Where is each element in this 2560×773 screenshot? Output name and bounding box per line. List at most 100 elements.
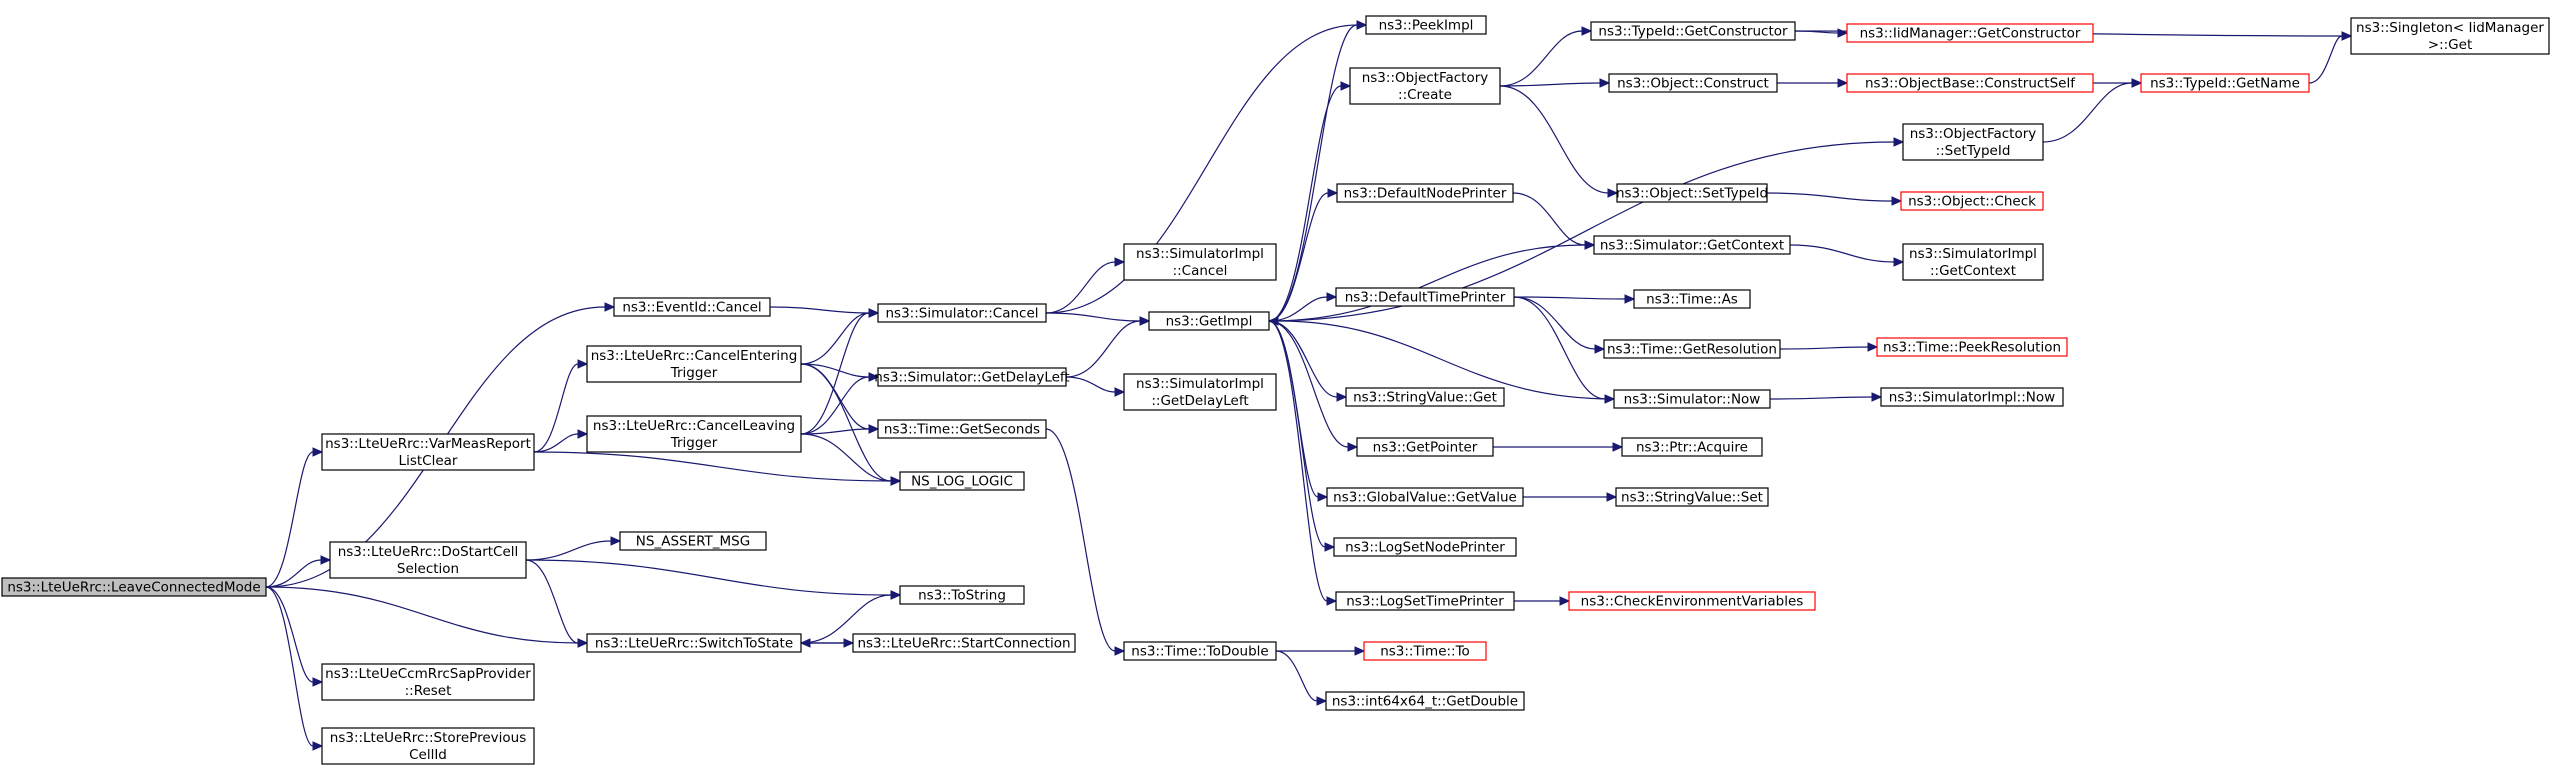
- edge-arrowhead: [1893, 137, 1905, 147]
- node-label: ns3::TypeId::GetName: [2150, 76, 2300, 92]
- node-simNow[interactable]: ns3::Simulator::Now: [1613, 389, 1771, 409]
- node-logNode[interactable]: ns3::LogSetNodePrinter: [1333, 537, 1517, 557]
- node-startConn[interactable]: ns3::LteUeRrc::StartConnection: [852, 633, 1076, 653]
- node-simGetCtx[interactable]: ns3::Simulator::GetContext: [1593, 235, 1791, 255]
- edge-getPointer-to-ptrAcquire: [1493, 442, 1624, 452]
- node-timeAs[interactable]: ns3::Time::As: [1633, 289, 1751, 309]
- node-label: ns3::LteUeRrc::SwitchToState: [595, 636, 793, 652]
- node-timeGetRes[interactable]: ns3::Time::GetResolution: [1603, 339, 1781, 359]
- node-label: ::GetContext: [1930, 263, 2016, 279]
- edge-line: [800, 363, 870, 430]
- node-nsassert[interactable]: NS_ASSERT_MSG: [619, 531, 767, 551]
- edge-line: [1268, 320, 1328, 602]
- node-objConstruct[interactable]: ns3::Object::Construct: [1608, 73, 1778, 93]
- node-simImplCancel[interactable]: ns3::SimulatorImpl::Cancel: [1123, 243, 1277, 281]
- node-objBaseCS[interactable]: ns3::ObjectBase::ConstructSelf: [1846, 73, 2094, 93]
- edge-getImpl-to-objFactSet: [1268, 137, 1905, 322]
- node-checkEnv[interactable]: ns3::CheckEnvironmentVariables: [1568, 591, 1816, 611]
- node-label: ns3::GetImpl: [1166, 314, 1253, 330]
- node-box: [1365, 15, 1487, 35]
- node-ccmReset[interactable]: ns3::LteUeCcmRrcSapProvider::Reset: [321, 663, 535, 701]
- edge-line: [533, 451, 892, 482]
- edge-line: [1045, 24, 1358, 314]
- node-root[interactable]: ns3::LteUeRrc::LeaveConnectedMode: [1, 577, 267, 597]
- node-box: [1345, 387, 1505, 407]
- node-strValGet[interactable]: ns3::StringValue::Get: [1345, 387, 1505, 407]
- node-label: ns3::PeekImpl: [1379, 18, 1474, 34]
- node-box: [2140, 73, 2310, 93]
- edge-line: [1268, 244, 1586, 322]
- edge-root-to-switchTo: [265, 586, 589, 648]
- node-box: [586, 633, 802, 653]
- node-nslog[interactable]: NS_LOG_LOGIC: [899, 471, 1025, 491]
- node-defTimePrinter[interactable]: ns3::DefaultTimePrinter: [1335, 287, 1515, 307]
- node-typeidCtor[interactable]: ns3::TypeId::GetConstructor: [1590, 21, 1796, 41]
- node-simCancel[interactable]: ns3::Simulator::Cancel: [877, 303, 1047, 323]
- node-simImplNow[interactable]: ns3::SimulatorImpl::Now: [1880, 387, 2064, 407]
- edge-arrowhead: [1340, 81, 1352, 91]
- edge-getImpl-to-defNodePrinter: [1268, 188, 1339, 322]
- node-getSeconds[interactable]: ns3::Time::GetSeconds: [877, 419, 1047, 439]
- edge-arrowhead: [1317, 492, 1329, 502]
- node-defNodePrinter[interactable]: ns3::DefaultNodePrinter: [1336, 183, 1514, 203]
- node-tostring[interactable]: ns3::ToString: [899, 585, 1025, 605]
- node-label: ns3::ToString: [918, 588, 1006, 604]
- node-peekImpl[interactable]: ns3::PeekImpl: [1365, 15, 1487, 35]
- node-ptrAcquire[interactable]: ns3::Ptr::Acquire: [1621, 437, 1763, 457]
- edge-arrowhead: [1327, 188, 1339, 198]
- node-logTime[interactable]: ns3::LogSetTimePrinter: [1335, 591, 1515, 611]
- node-singleton[interactable]: ns3::Singleton< IidManager>::Get: [2350, 17, 2550, 55]
- node-simImplCtx[interactable]: ns3::SimulatorImpl::GetContext: [1902, 243, 2044, 281]
- node-box: [586, 345, 802, 383]
- node-peekRes[interactable]: ns3::Time::PeekResolution: [1876, 337, 2068, 357]
- edge-arrowhead: [1347, 442, 1359, 452]
- edge-arrowhead: [1336, 392, 1348, 402]
- node-timeTo[interactable]: ns3::Time::To: [1363, 641, 1487, 661]
- edge-arrowhead: [1326, 596, 1338, 606]
- edge-arrowhead: [577, 638, 589, 648]
- node-objCheck[interactable]: ns3::Object::Check: [1900, 191, 2044, 211]
- node-toDouble[interactable]: ns3::Time::ToDouble: [1123, 641, 1277, 661]
- node-label: ::Create: [1398, 87, 1452, 103]
- node-getImpl[interactable]: ns3::GetImpl: [1148, 311, 1270, 331]
- node-box: [877, 367, 1067, 387]
- node-label: ns3::Object::Check: [1908, 194, 2036, 210]
- node-label: ns3::Time::GetResolution: [1607, 342, 1777, 358]
- edge-line: [1045, 261, 1116, 314]
- node-simDelay[interactable]: ns3::Simulator::GetDelayLeft: [874, 367, 1070, 387]
- edge-line: [525, 559, 892, 596]
- node-int64[interactable]: ns3::int64x64_t::GetDouble: [1325, 691, 1525, 711]
- node-typeidName[interactable]: ns3::TypeId::GetName: [2140, 73, 2310, 93]
- node-iidMgrCtor[interactable]: ns3::IidManager::GetConstructor: [1846, 23, 2094, 43]
- node-getPointer[interactable]: ns3::GetPointer: [1356, 437, 1494, 457]
- edge-root-to-ccmReset: [265, 586, 324, 687]
- node-objFactSet[interactable]: ns3::ObjectFactory::SetTypeId: [1902, 123, 2044, 161]
- node-strValSet[interactable]: ns3::StringValue::Set: [1615, 487, 1769, 507]
- node-objSetTypeId[interactable]: ns3::Object::SetTypeId: [1616, 183, 1768, 203]
- node-simImplDelay[interactable]: ns3::SimulatorImpl::GetDelayLeft: [1123, 373, 1277, 411]
- edge-line: [525, 559, 579, 644]
- edge-cancelLeaving-to-simDelay: [800, 372, 880, 435]
- edge-line: [533, 363, 579, 453]
- node-globalVal[interactable]: ns3::GlobalValue::GetValue: [1326, 487, 1524, 507]
- node-box: [1615, 487, 1769, 507]
- node-switchTo[interactable]: ns3::LteUeRrc::SwitchToState: [586, 633, 802, 653]
- edge-line: [1065, 376, 1116, 393]
- node-label: ns3::int64x64_t::GetDouble: [1332, 694, 1518, 710]
- node-evcancel[interactable]: ns3::EventId::Cancel: [613, 297, 771, 317]
- node-box: [329, 541, 527, 579]
- edge-line: [800, 428, 870, 435]
- node-box: [1336, 183, 1514, 203]
- node-box: [1900, 191, 2044, 211]
- node-box: [1363, 641, 1487, 661]
- node-objFactCreate[interactable]: ns3::ObjectFactory::Create: [1349, 67, 1501, 105]
- node-label: ns3::Singleton< IidManager: [2356, 20, 2544, 36]
- edge-getImpl-to-logNode: [1268, 320, 1336, 552]
- node-label: CellId: [409, 747, 447, 763]
- edge-line: [1268, 320, 1349, 448]
